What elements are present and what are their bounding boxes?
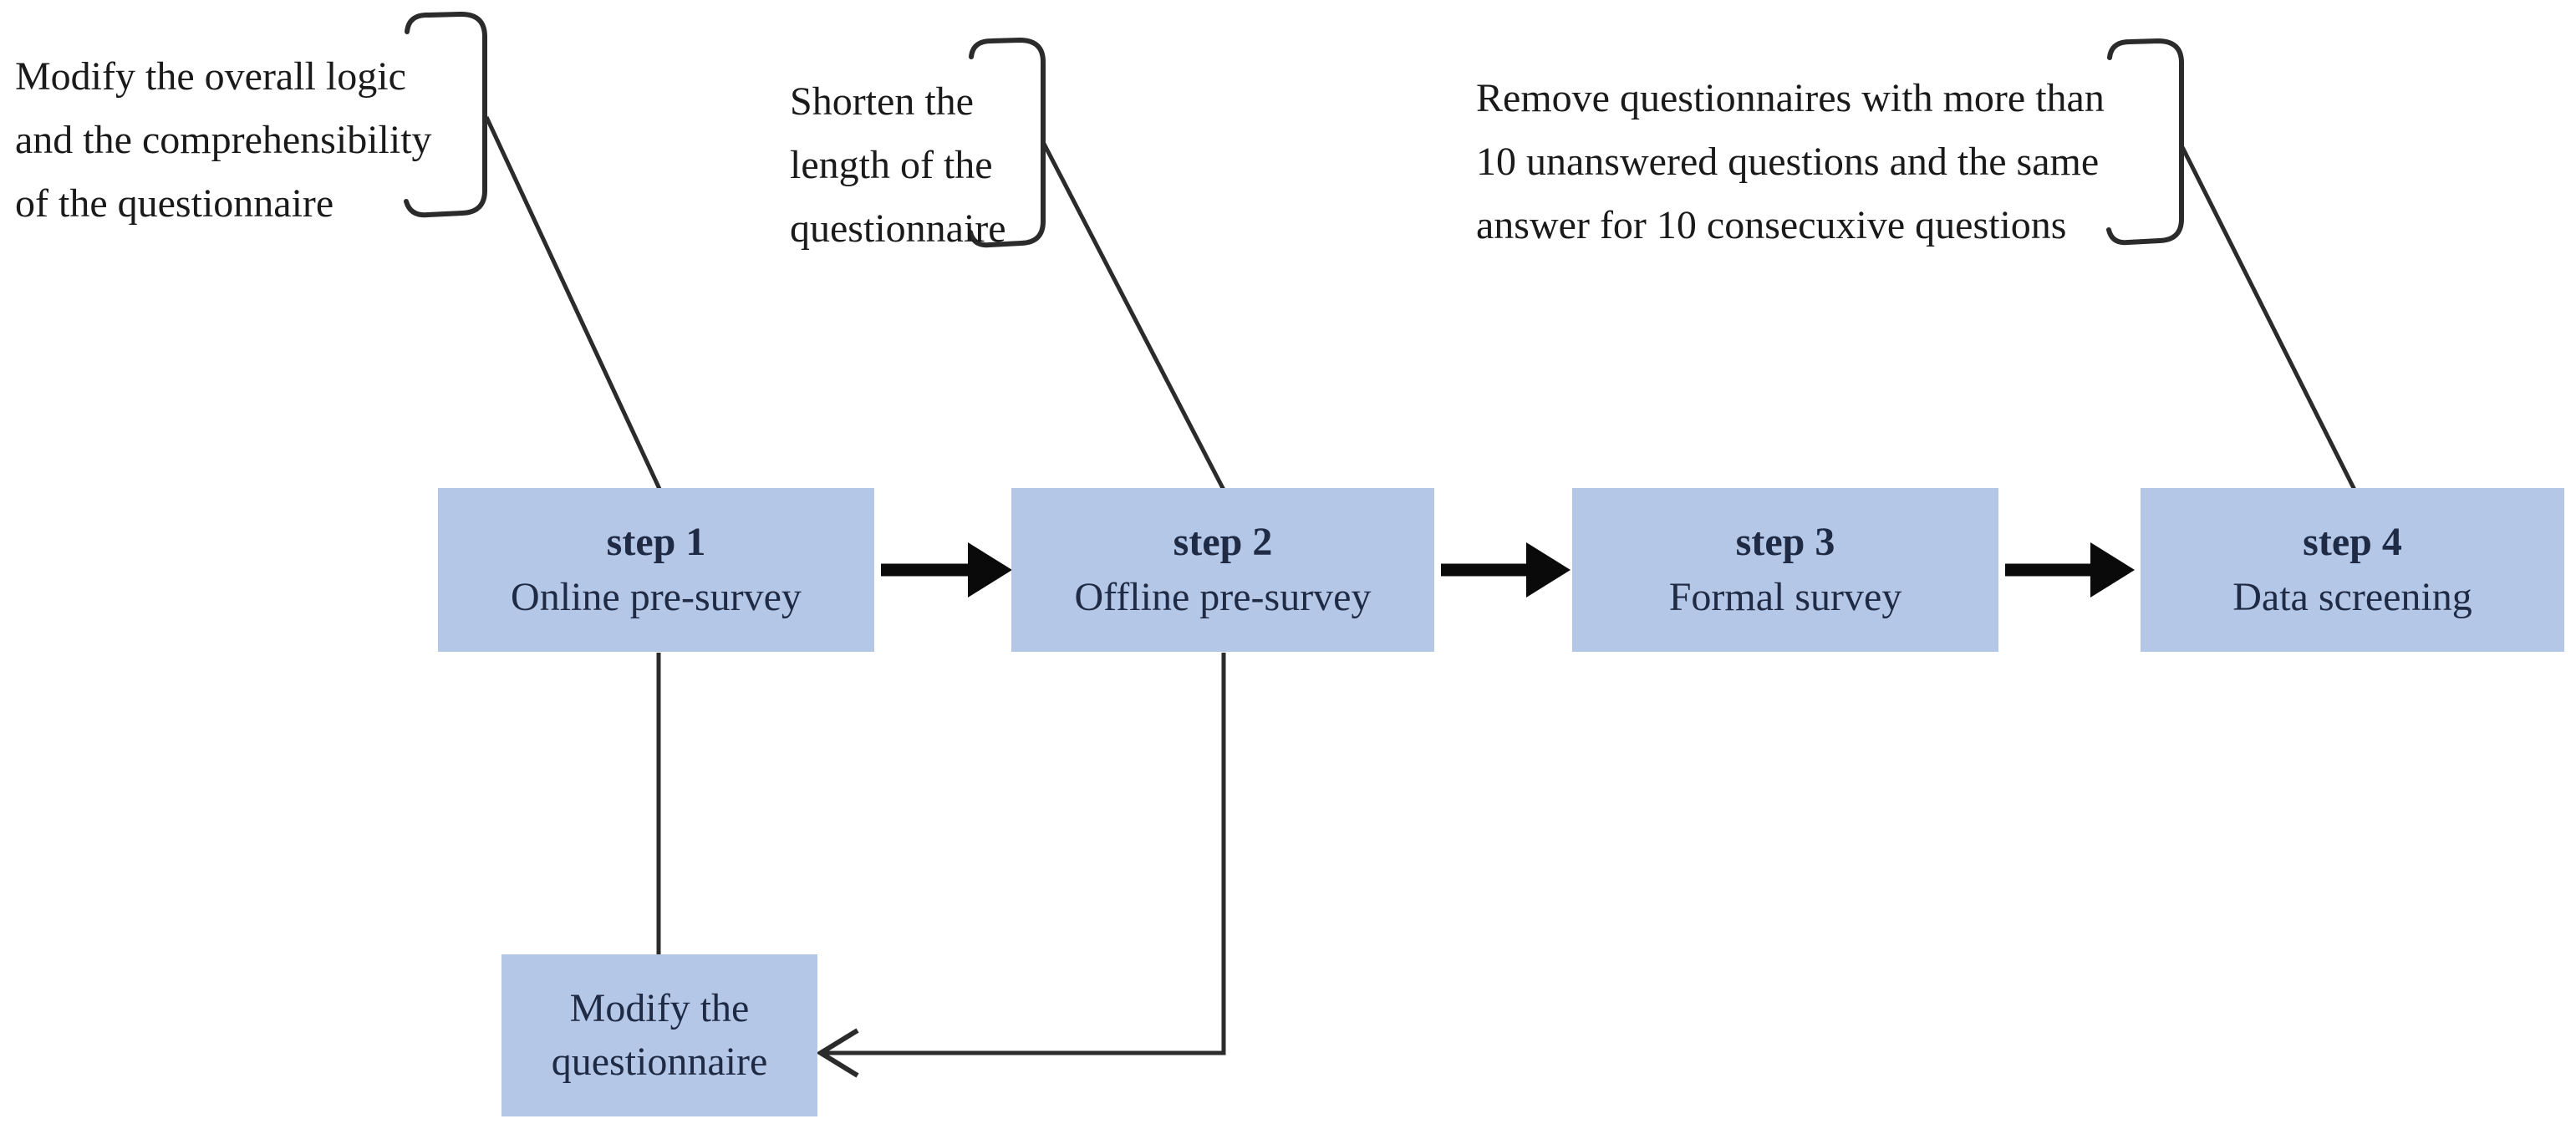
step-2-label: Offline pre-survey <box>1074 575 1372 619</box>
step-3-title: step 3 <box>1735 520 1835 564</box>
step-4-title: step 4 <box>2303 520 2402 564</box>
flow-arrow-step3-step4-icon <box>2005 542 2135 598</box>
flow-arrow-step1-step2-icon <box>881 542 1012 598</box>
bracket-annotation-1 <box>404 11 487 218</box>
annotation-2-line-3: questionnaire <box>790 206 1006 251</box>
annotation-step-4: Remove questionnaires with more than 10 … <box>1476 67 2105 257</box>
step-1-box: step 1 Online pre-survey <box>438 488 874 652</box>
annotation-3-line-2: 10 unanswered questions and the same <box>1476 140 2100 184</box>
annotation-1-line-1: Modify the overall logic <box>15 54 406 99</box>
step-4-box: step 4 Data screening <box>2141 488 2564 652</box>
leader-line-annotation-1-to-step-1 <box>484 115 662 491</box>
annotation-2-line-2: length of the <box>790 143 993 187</box>
step-3-label: Formal survey <box>1668 575 1902 619</box>
step-1-title: step 1 <box>606 520 706 564</box>
bracket-annotation-2 <box>968 37 1046 248</box>
leader-line-annotation-3-to-step-4 <box>2180 145 2359 495</box>
feedback-arrowhead-icon <box>816 1028 859 1078</box>
annotation-3-line-1: Remove questionnaires with more than <box>1476 76 2105 120</box>
step-3-box: step 3 Formal survey <box>1572 488 1998 652</box>
step-4-label: Data screening <box>2232 575 2472 619</box>
flow-arrow-step2-step3-icon <box>1441 542 1571 598</box>
bracket-annotation-3 <box>2106 38 2184 246</box>
step-2-box: step 2 Offline pre-survey <box>1011 488 1434 652</box>
step-1-label: Online pre-survey <box>511 575 802 619</box>
line-step-2-to-modify-box <box>822 653 1226 1055</box>
modify-questionnaire-box: Modify the questionnaire <box>501 954 817 1116</box>
step-2-title: step 2 <box>1173 520 1273 564</box>
annotation-1-line-3: of the questionnaire <box>15 181 334 226</box>
annotation-step-1: Modify the overall logic and the compreh… <box>15 45 432 236</box>
annotation-step-2: Shorten the length of the questionnaire <box>790 70 1006 261</box>
modify-questionnaire-label: Modify the questionnaire <box>551 986 768 1084</box>
annotation-1-line-2: and the comprehensibility <box>15 118 432 162</box>
leader-line-annotation-2-to-step-2 <box>1041 142 1227 493</box>
annotation-3-line-3: answer for 10 consecuxive questions <box>1476 203 2067 247</box>
annotation-2-line-1: Shorten the <box>790 79 974 124</box>
